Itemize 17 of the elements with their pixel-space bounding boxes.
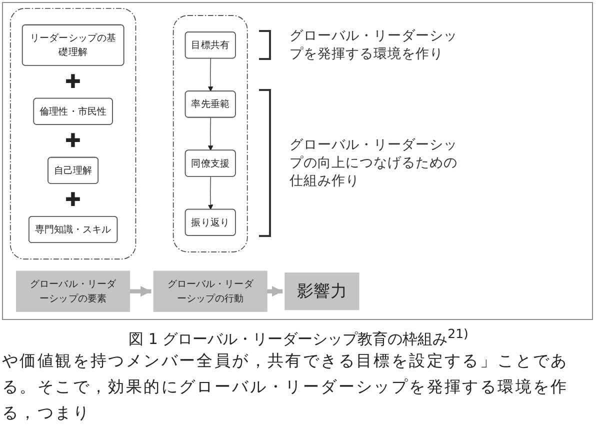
arrow: [267, 286, 283, 297]
node-box: 影響力: [284, 272, 360, 310]
plus-sign: ✚: [65, 72, 81, 92]
node-box: グローバル・リーダーシップの行動: [153, 270, 268, 312]
node-box: グローバル・リーダーシップの要素: [16, 270, 130, 312]
annotation-text: グローバル・リーダーシップを発揮する環境を作り: [289, 27, 458, 64]
plus-sign: ✚: [65, 190, 81, 210]
cluster: [172, 15, 248, 252]
cluster: [10, 8, 136, 260]
annotation-text: グローバル・リーダーシップの向上につなげるための仕組み作り: [289, 136, 458, 190]
arrow: [208, 176, 214, 210]
arrow: [208, 58, 214, 92]
body-text: や価値観を持つメンバー全員が，共有できる目標を設定する」ことである。そこで，効果的にグローバル・リーダーシップを発揮する環境を作る，つまり: [2, 350, 570, 424]
plus-sign: ✚: [65, 130, 81, 151]
arrow: [208, 117, 214, 151]
figure-caption: 図 1 グローバル・リーダーシップ教育の枠組み$^{21)}$: [128, 325, 470, 349]
arrow: [130, 286, 152, 297]
